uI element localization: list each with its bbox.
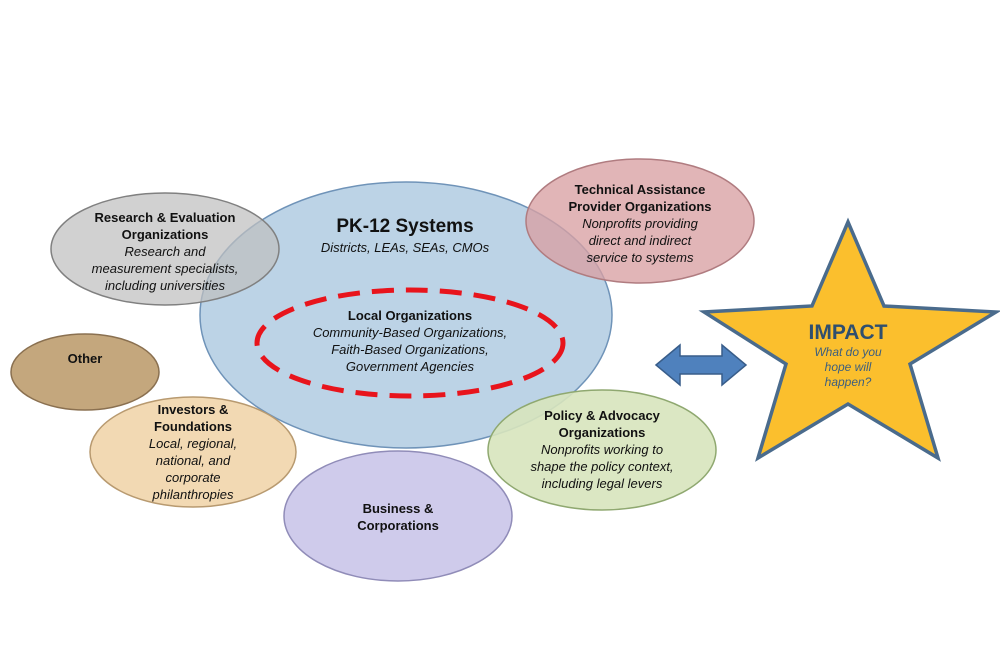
- research-line: measurement specialists,: [91, 261, 239, 276]
- business-title: Corporations: [357, 518, 439, 533]
- technical-assistance-label: Technical Assistance Provider Organizati…: [545, 181, 735, 266]
- local-organizations-label: Local Organizations Community-Based Orga…: [290, 307, 530, 375]
- investors-title: Investors &: [157, 402, 229, 417]
- pk12-title: PK-12 Systems: [336, 216, 474, 237]
- impact-star: [698, 217, 1000, 462]
- local-organizations-title: Local Organizations: [347, 308, 473, 323]
- policy-line: Nonprofits working to: [540, 442, 664, 457]
- other-title: Other: [67, 351, 103, 366]
- research-evaluation-ellipse: [50, 192, 280, 306]
- investors-line: national, and: [155, 453, 231, 468]
- other-label: Other: [35, 350, 135, 367]
- business-corporations-label: Business & Corporations: [328, 500, 468, 534]
- technical-title: Provider Organizations: [568, 199, 712, 214]
- technical-line: direct and indirect: [588, 233, 692, 248]
- local-line: Faith-Based Organizations,: [331, 342, 489, 357]
- technical-line: Nonprofits providing: [582, 216, 698, 231]
- pk12-subtitle: Districts, LEAs, SEAs, CMOs: [320, 240, 490, 255]
- business-title: Business &: [362, 501, 434, 516]
- investors-title: Foundations: [154, 419, 232, 434]
- research-line: Research and: [124, 244, 206, 259]
- business-corporations-ellipse: [283, 450, 513, 582]
- policy-line: including legal levers: [541, 476, 663, 491]
- impact-title: IMPACT: [808, 321, 888, 344]
- technical-assistance-ellipse: [525, 158, 755, 284]
- investors-foundations-ellipse: [89, 396, 297, 508]
- local-line: Community-Based Organizations,: [312, 325, 508, 340]
- policy-line: shape the policy context,: [530, 459, 674, 474]
- impact-line: What do you: [814, 345, 882, 359]
- pk12-label: PK-12 Systems Districts, LEAs, SEAs, CMO…: [280, 215, 530, 256]
- investors-foundations-label: Investors & Foundations Local, regional,…: [118, 401, 268, 503]
- investors-line: corporate: [165, 470, 221, 485]
- research-title: Organizations: [121, 227, 209, 242]
- impact-line: happen?: [824, 375, 872, 389]
- policy-advocacy-label: Policy & Advocacy Organizations Nonprofi…: [512, 407, 692, 492]
- double-arrow: [654, 343, 748, 387]
- technical-title: Technical Assistance: [574, 182, 706, 197]
- technical-line: service to systems: [586, 250, 694, 265]
- policy-title: Policy & Advocacy: [544, 408, 660, 423]
- policy-advocacy-ellipse: [487, 389, 717, 511]
- research-evaluation-label: Research & Evaluation Organizations Rese…: [70, 209, 260, 294]
- impact-label: IMPACT What do you hope will happen?: [788, 321, 908, 390]
- investors-line: Local, regional,: [148, 436, 238, 451]
- policy-title: Organizations: [558, 425, 646, 440]
- research-line: including universities: [105, 278, 225, 293]
- other-ellipse: [10, 333, 160, 411]
- impact-line: hope will: [824, 360, 872, 374]
- local-organizations-dashed-ellipse: [254, 287, 566, 399]
- investors-line: philanthropies: [152, 487, 234, 502]
- research-title: Research & Evaluation: [94, 210, 236, 225]
- local-line: Government Agencies: [345, 359, 475, 374]
